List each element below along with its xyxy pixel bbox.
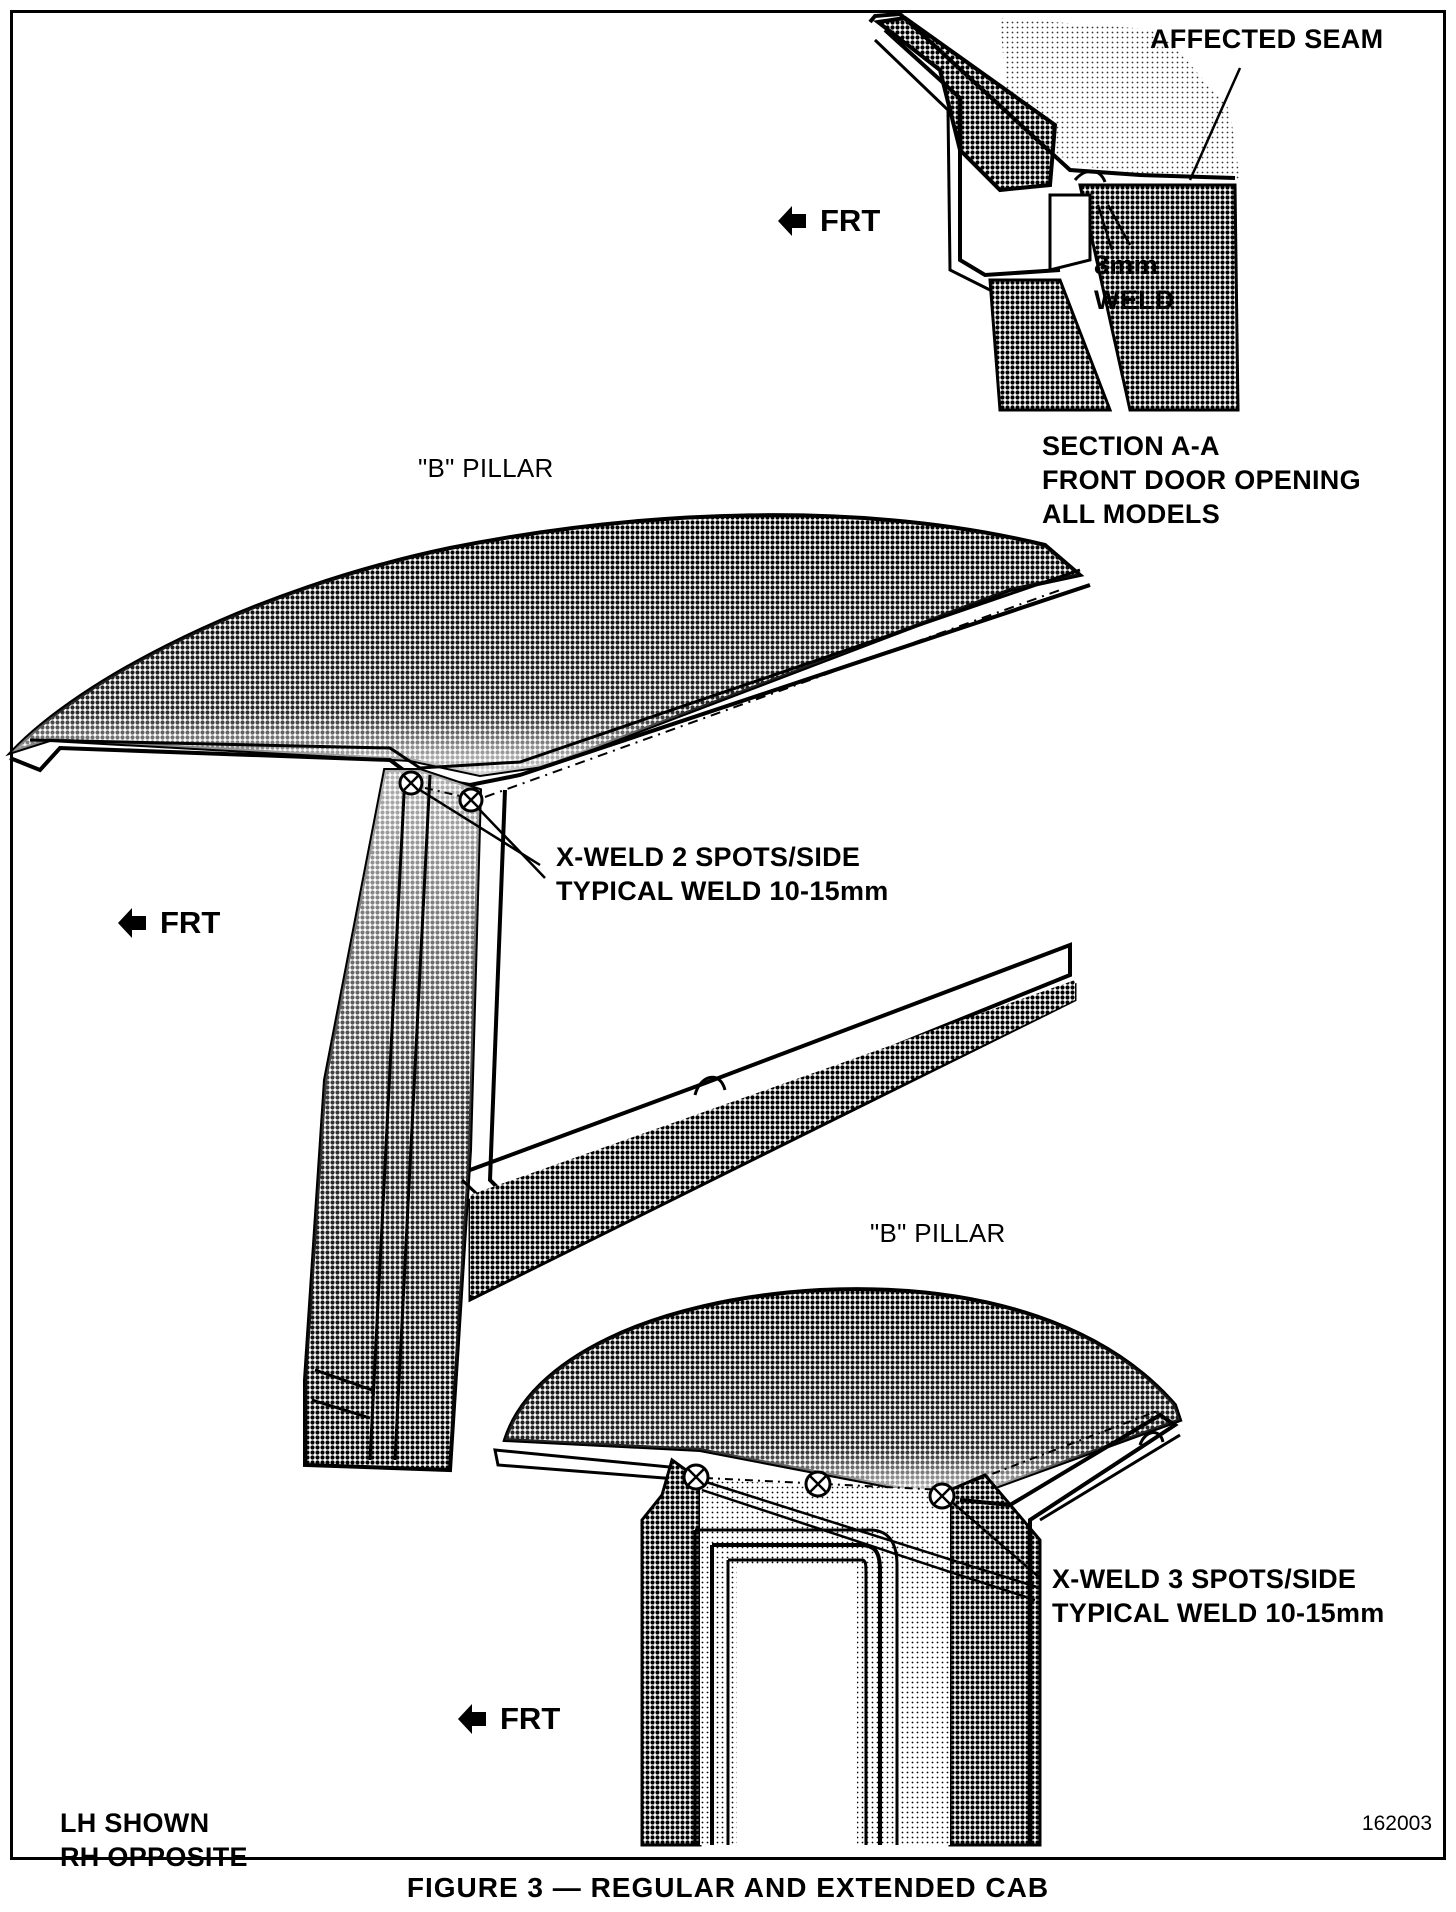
extended-b-pillar-label: "B" PILLAR bbox=[870, 1218, 1006, 1248]
extended-weld-line1: X-WELD 3 SPOTS/SIDE bbox=[1052, 1564, 1357, 1594]
figure-frame bbox=[10, 10, 1446, 1860]
section-title-line2: FRONT DOOR OPENING bbox=[1042, 465, 1361, 495]
section-weld-label: 8mm WELD bbox=[1094, 248, 1175, 318]
regular-weld-line2: TYPICAL WELD 10-15mm bbox=[556, 876, 889, 906]
extended-frt-label: FRT bbox=[500, 1701, 561, 1736]
section-frt-label: FRT bbox=[820, 203, 881, 238]
orientation-note: LH SHOWN RH OPPOSITE bbox=[60, 1806, 248, 1874]
extended-frt-indicator: FRT bbox=[458, 1701, 560, 1737]
extended-cab-view bbox=[493, 1287, 1183, 1847]
weld-spot-icon bbox=[682, 1463, 710, 1491]
note-line1: LH SHOWN bbox=[60, 1808, 210, 1838]
extended-weld-label: X-WELD 3 SPOTS/SIDE TYPICAL WELD 10-15mm bbox=[1052, 1562, 1385, 1630]
regular-cab-view bbox=[5, 513, 1091, 1473]
figure-caption: FIGURE 3 — REGULAR AND EXTENDED CAB bbox=[406, 1872, 1050, 1903]
section-title: SECTION A-A FRONT DOOR OPENING ALL MODEL… bbox=[1042, 429, 1361, 531]
figure-number: 162003 bbox=[1361, 1812, 1432, 1835]
note-line2: RH OPPOSITE bbox=[60, 1842, 248, 1872]
weld-spot-icon bbox=[398, 770, 424, 796]
regular-weld-line1: X-WELD 2 SPOTS/SIDE bbox=[556, 842, 861, 872]
section-frt-indicator: FRT bbox=[778, 203, 880, 239]
section-view bbox=[868, 11, 1242, 412]
left-arrow-icon bbox=[118, 908, 146, 938]
left-arrow-icon bbox=[458, 1704, 486, 1734]
extended-weld-line2: TYPICAL WELD 10-15mm bbox=[1052, 1598, 1385, 1628]
regular-frt-indicator: FRT bbox=[118, 905, 220, 941]
weld-spot-icon bbox=[804, 1470, 832, 1498]
section-title-line3: ALL MODELS bbox=[1042, 499, 1220, 529]
affected-seam-label: AFFECTED SEAM bbox=[1150, 24, 1384, 54]
regular-frt-label: FRT bbox=[160, 905, 221, 940]
section-title-line1: SECTION A-A bbox=[1042, 431, 1220, 461]
regular-weld-label: X-WELD 2 SPOTS/SIDE TYPICAL WELD 10-15mm bbox=[556, 840, 889, 908]
weld-spot-icon bbox=[928, 1482, 956, 1510]
weld-spot-icon bbox=[458, 787, 484, 813]
section-weld-line2: WELD bbox=[1094, 285, 1175, 315]
left-arrow-icon bbox=[778, 206, 806, 236]
regular-b-pillar-label: "B" PILLAR bbox=[418, 453, 554, 483]
section-weld-line1: 8mm bbox=[1094, 250, 1158, 280]
